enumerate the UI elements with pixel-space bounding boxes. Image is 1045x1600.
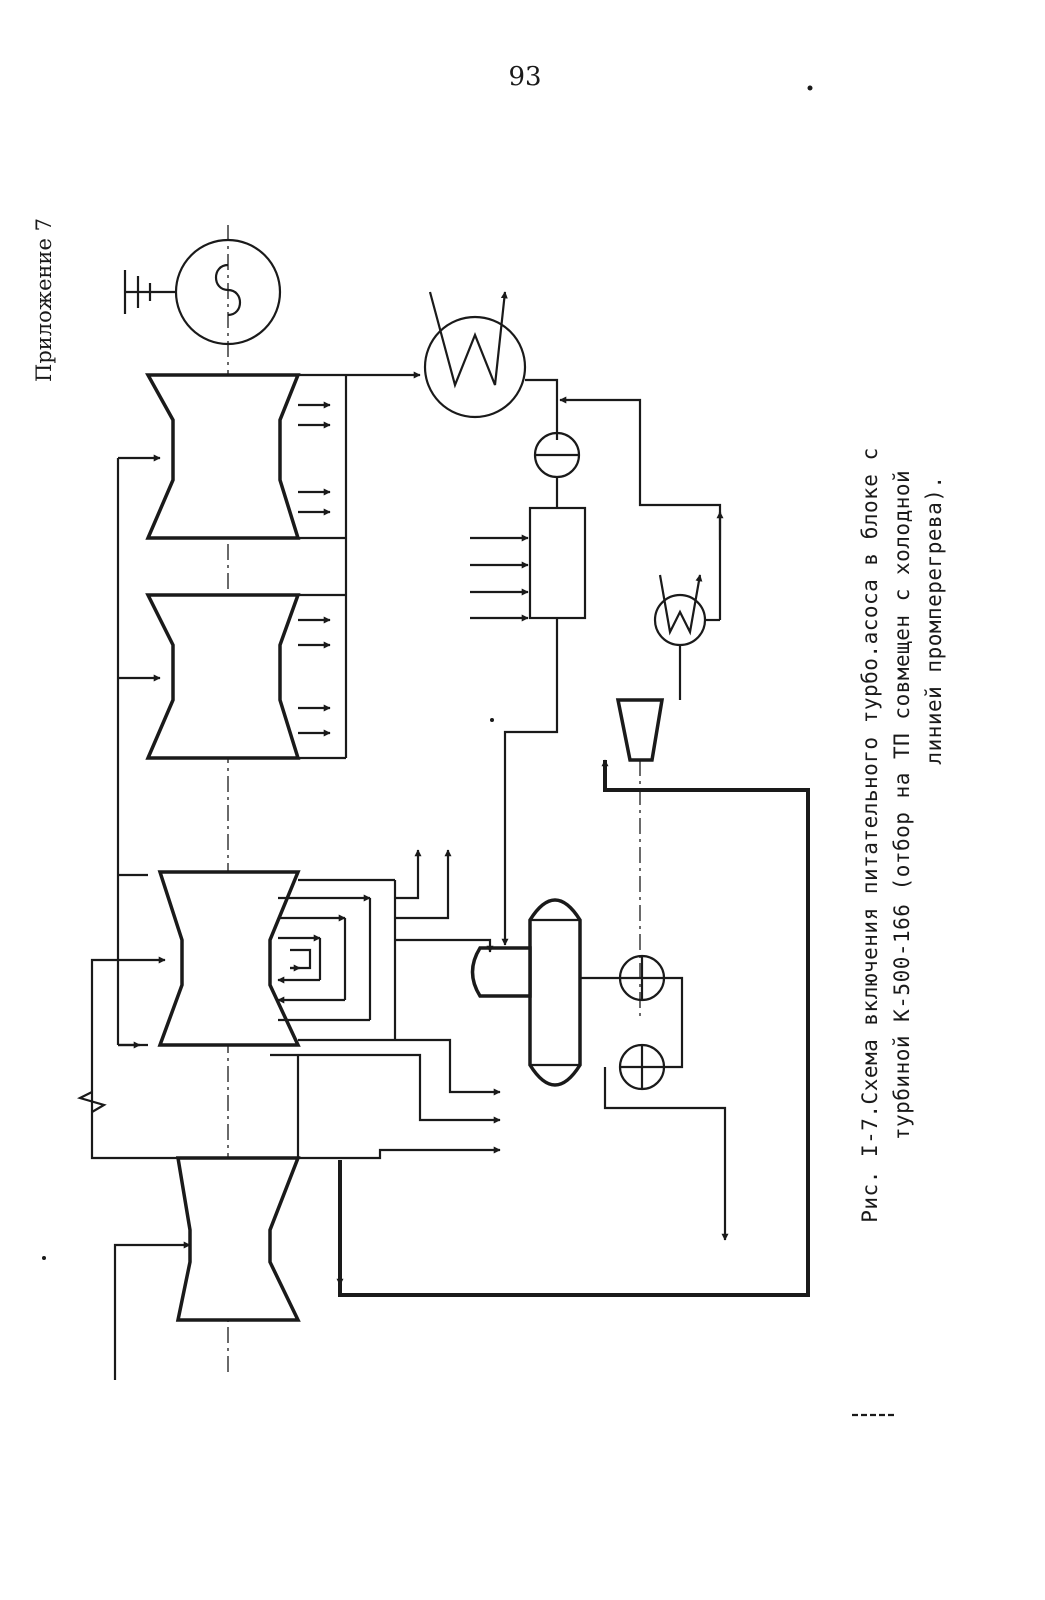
drive-turbine: [615, 698, 665, 762]
figure-caption-line-1: Рис. I-7.Схема включения питательного ту…: [858, 447, 882, 1223]
deaerator-column: [470, 946, 532, 998]
page-number: 93: [508, 62, 542, 92]
lp-turbine-1: [145, 593, 301, 760]
figure-caption-line-3: линией промперегрева).: [922, 475, 946, 765]
reheater-break-icon: [76, 1091, 107, 1113]
extraction-to-deaerator: [395, 938, 494, 953]
main-condenser: [423, 315, 527, 419]
cooling-water-coil-icon: [428, 291, 508, 389]
lp-turbine-2: [145, 373, 301, 540]
extraction-up-arrows: [395, 849, 452, 920]
hot-reheat-line: [90, 956, 210, 1160]
main-condensate-to-deaerator: [501, 618, 559, 946]
drive-turbine-condenser: [653, 593, 707, 647]
ip-turbine: [157, 870, 301, 1047]
generator-ac-symbol-icon: [214, 263, 242, 317]
lp-bleed-arrows: [298, 401, 331, 737]
steam-inlet-line: [113, 1241, 191, 1380]
pump-connection: [664, 976, 684, 1069]
condensate-line: [525, 378, 559, 440]
drive-condenser-coil-icon: [658, 574, 703, 636]
drive-steam-line: [338, 759, 810, 1297]
feedwater-outlet-line: [603, 1067, 729, 1241]
lp-heater: [528, 506, 587, 620]
hp-turbine: [175, 1156, 301, 1322]
lower-extraction-arrows: [270, 1038, 501, 1160]
deaerator-tank: [528, 898, 582, 1087]
ip-extraction-lines: [277, 878, 397, 1042]
figure-caption-line-2: турбиной К-500-166 (отбор на ТП совмещен…: [890, 469, 914, 1141]
lp-heater-bleed-arrows: [470, 534, 529, 622]
